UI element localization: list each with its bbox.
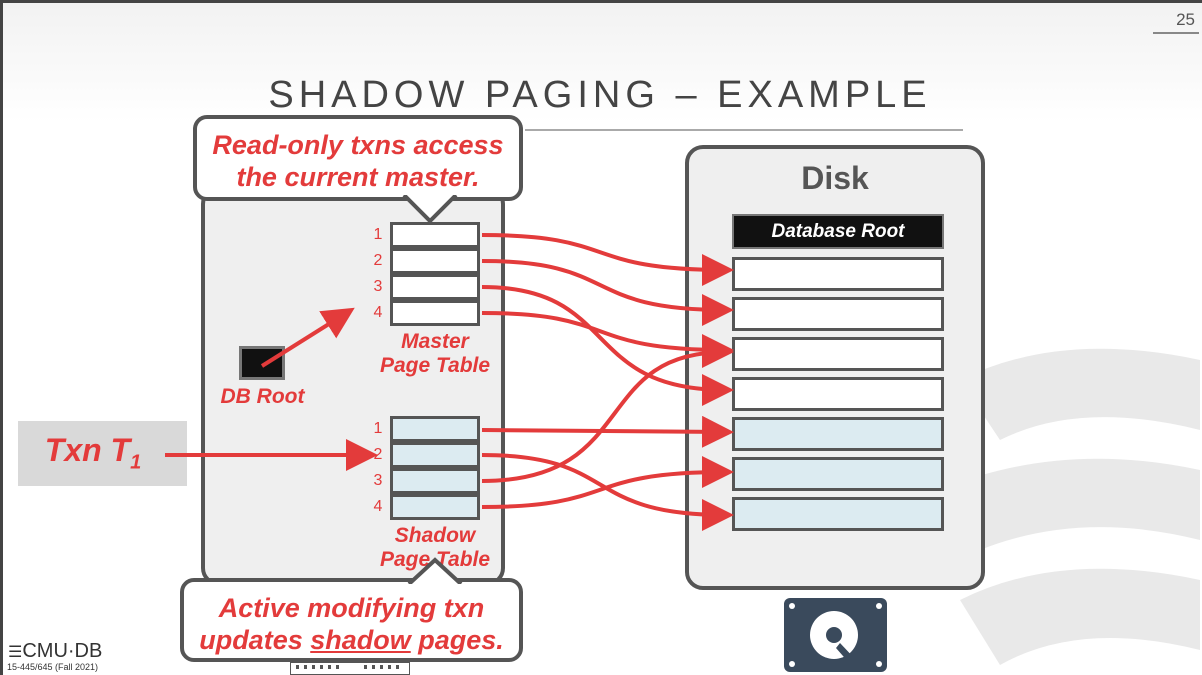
cmu-db-logo-icon: ☰CMU·DB xyxy=(8,640,102,663)
disk-page xyxy=(732,377,944,411)
db-root-label: DB Root xyxy=(220,385,305,408)
shadow-entry-number: 1 xyxy=(373,420,383,437)
callout-bottom-line1: Active modifying txn xyxy=(218,593,485,623)
modifying-callout: Active modifying txn updates shadow page… xyxy=(180,578,523,662)
callout-bottom-pre: updates xyxy=(199,625,311,655)
shadow-page-table-entry xyxy=(390,416,480,442)
callout-bottom-post: pages. xyxy=(410,625,504,655)
disk-page xyxy=(732,257,944,291)
master-page-table-entry xyxy=(390,248,480,274)
master-page-table-entry xyxy=(390,300,480,326)
callout-top-line1: Read-only txns access xyxy=(212,130,504,160)
hard-drive-icon xyxy=(784,598,887,672)
txn-label-text: Txn T xyxy=(44,432,131,468)
callout-top-pointer xyxy=(402,195,458,224)
master-page-table-entry xyxy=(390,222,480,248)
master-entry-number: 1 xyxy=(373,226,383,243)
shadow-entry-number: 3 xyxy=(373,472,383,489)
title-rule xyxy=(525,129,963,131)
slide-frame-left xyxy=(0,0,3,675)
shadow-page-table-entry xyxy=(390,468,480,494)
master-label-line2: Page Table xyxy=(379,354,491,377)
watermark-logo-icon xyxy=(940,348,1200,665)
master-page-table-entry xyxy=(390,274,480,300)
master-label-line1: Master xyxy=(401,330,469,353)
master-entry-number: 4 xyxy=(373,304,383,321)
txn-box xyxy=(18,421,187,486)
slide-number-rule xyxy=(1153,32,1199,34)
slide-frame-top xyxy=(0,0,1202,3)
master-page-table-label: Master Page Table xyxy=(360,330,510,378)
callout-bottom-pointer xyxy=(407,557,463,584)
shadow-page-table-entry xyxy=(390,442,480,468)
disk-title: Disk xyxy=(801,160,869,196)
database-icon: ☰ xyxy=(8,644,23,661)
slide-background xyxy=(0,3,1202,123)
logo-text: CMU·DB xyxy=(22,640,103,662)
master-entry-number: 3 xyxy=(373,278,383,295)
callout-bottom-underlined: shadow xyxy=(310,625,411,655)
course-label: 15-445/645 (Fall 2021) xyxy=(7,662,99,672)
disk-page-shadow xyxy=(732,497,944,531)
shadow-label-line1: Shadow xyxy=(394,524,476,547)
film-strip-icon xyxy=(290,661,410,675)
database-root-bar: Database Root xyxy=(732,214,944,249)
shadow-entry-number: 4 xyxy=(373,498,383,515)
txn-label: Txn T1 xyxy=(18,432,168,474)
slide-number: 25 xyxy=(1176,10,1195,29)
read-only-callout: Read-only txns access the current master… xyxy=(193,115,523,201)
disk-page-shadow xyxy=(732,417,944,451)
disk-page xyxy=(732,337,944,371)
shadow-entry-number: 2 xyxy=(373,446,383,463)
callout-bottom-line2: updates shadow pages. xyxy=(184,624,519,656)
master-entry-number: 2 xyxy=(373,252,383,269)
shadow-page-table-entry xyxy=(390,494,480,520)
slide-title: SHADOW PAGING – EXAMPLE xyxy=(268,74,932,116)
txn-subscript: 1 xyxy=(130,451,142,474)
disk-page xyxy=(732,297,944,331)
callout-top-line2: the current master. xyxy=(236,162,480,192)
db-root-box xyxy=(239,346,285,380)
disk-page-shadow xyxy=(732,457,944,491)
